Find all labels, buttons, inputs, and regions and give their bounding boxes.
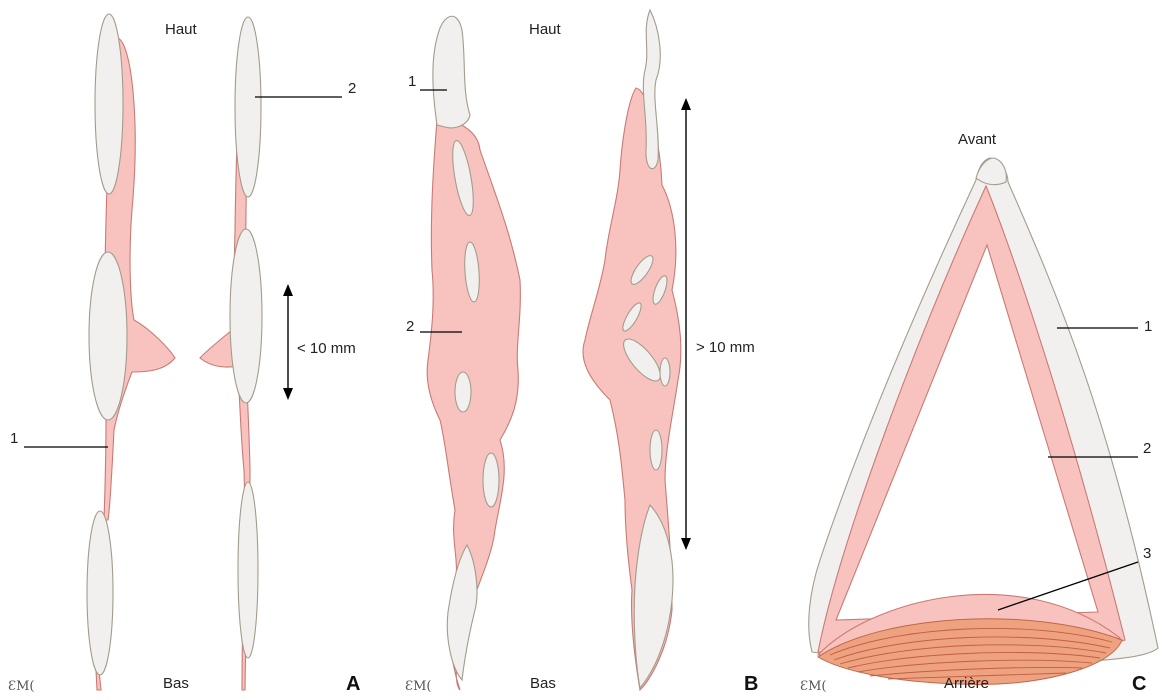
panel-b-left-hole-3	[455, 372, 471, 412]
panel-b-bottom-label: Bas	[530, 675, 556, 692]
panel-a-double-arrow	[283, 284, 293, 400]
panel-b-left-hole-4	[483, 453, 499, 507]
panel-b-callout-2: 2	[406, 318, 414, 335]
emc-logo-icon: ƐM(	[405, 679, 431, 694]
emc-logo-icon: ƐM(	[800, 679, 826, 694]
panel-c-letter: C	[1132, 673, 1146, 695]
panel-c: 1 2 3 Avant Arrière C ƐM(	[800, 131, 1158, 695]
panel-a-right-cartilage-3	[238, 482, 258, 658]
panel-a-top-label: Haut	[165, 21, 198, 38]
panel-c-apex-cap	[976, 158, 1006, 185]
panel-a-left-cartilage-2	[89, 252, 127, 420]
panel-b-letter: B	[744, 673, 758, 695]
panel-b-top-label: Haut	[529, 21, 562, 38]
panel-a-right-cartilage-2	[230, 229, 262, 403]
panel-c-callout-2: 2	[1143, 440, 1151, 457]
panel-a-left-cartilage-1	[95, 14, 123, 194]
panel-b-double-arrow	[681, 98, 691, 550]
panel-c-callout-1: 1	[1144, 318, 1152, 335]
panel-b-left-cartilage-top	[433, 16, 470, 128]
panel-a: 2 1 < 10 mm Haut Bas A ƐM(	[8, 14, 360, 695]
panel-b-right-hole-6	[650, 430, 662, 470]
panel-c-top-label: Avant	[958, 131, 997, 148]
panel-a-right-cartilage-1	[235, 17, 261, 197]
panel-a-left-cartilage-3	[87, 511, 113, 675]
panel-c-callout-3: 3	[1143, 545, 1151, 562]
panel-b-right-cartilage-top	[643, 10, 660, 169]
panel-b-gap-label: > 10 mm	[696, 339, 755, 356]
panel-b-callout-1: 1	[408, 73, 416, 90]
panel-b-left-cartilage-bottom	[447, 545, 477, 680]
panel-a-callout-2: 2	[348, 80, 356, 97]
panel-a-bottom-label: Bas	[163, 675, 189, 692]
panel-b-right-hole-5	[660, 358, 670, 386]
panel-b: 1 2 > 10 mm Haut Bas B ƐM(	[405, 10, 758, 695]
panel-a-letter: A	[346, 673, 360, 695]
panel-c-bottom-label: Arrière	[944, 675, 989, 692]
emc-logo-icon: ƐM(	[8, 679, 34, 694]
panel-a-callout-1: 1	[10, 430, 18, 447]
panel-a-gap-label: < 10 mm	[297, 340, 356, 357]
